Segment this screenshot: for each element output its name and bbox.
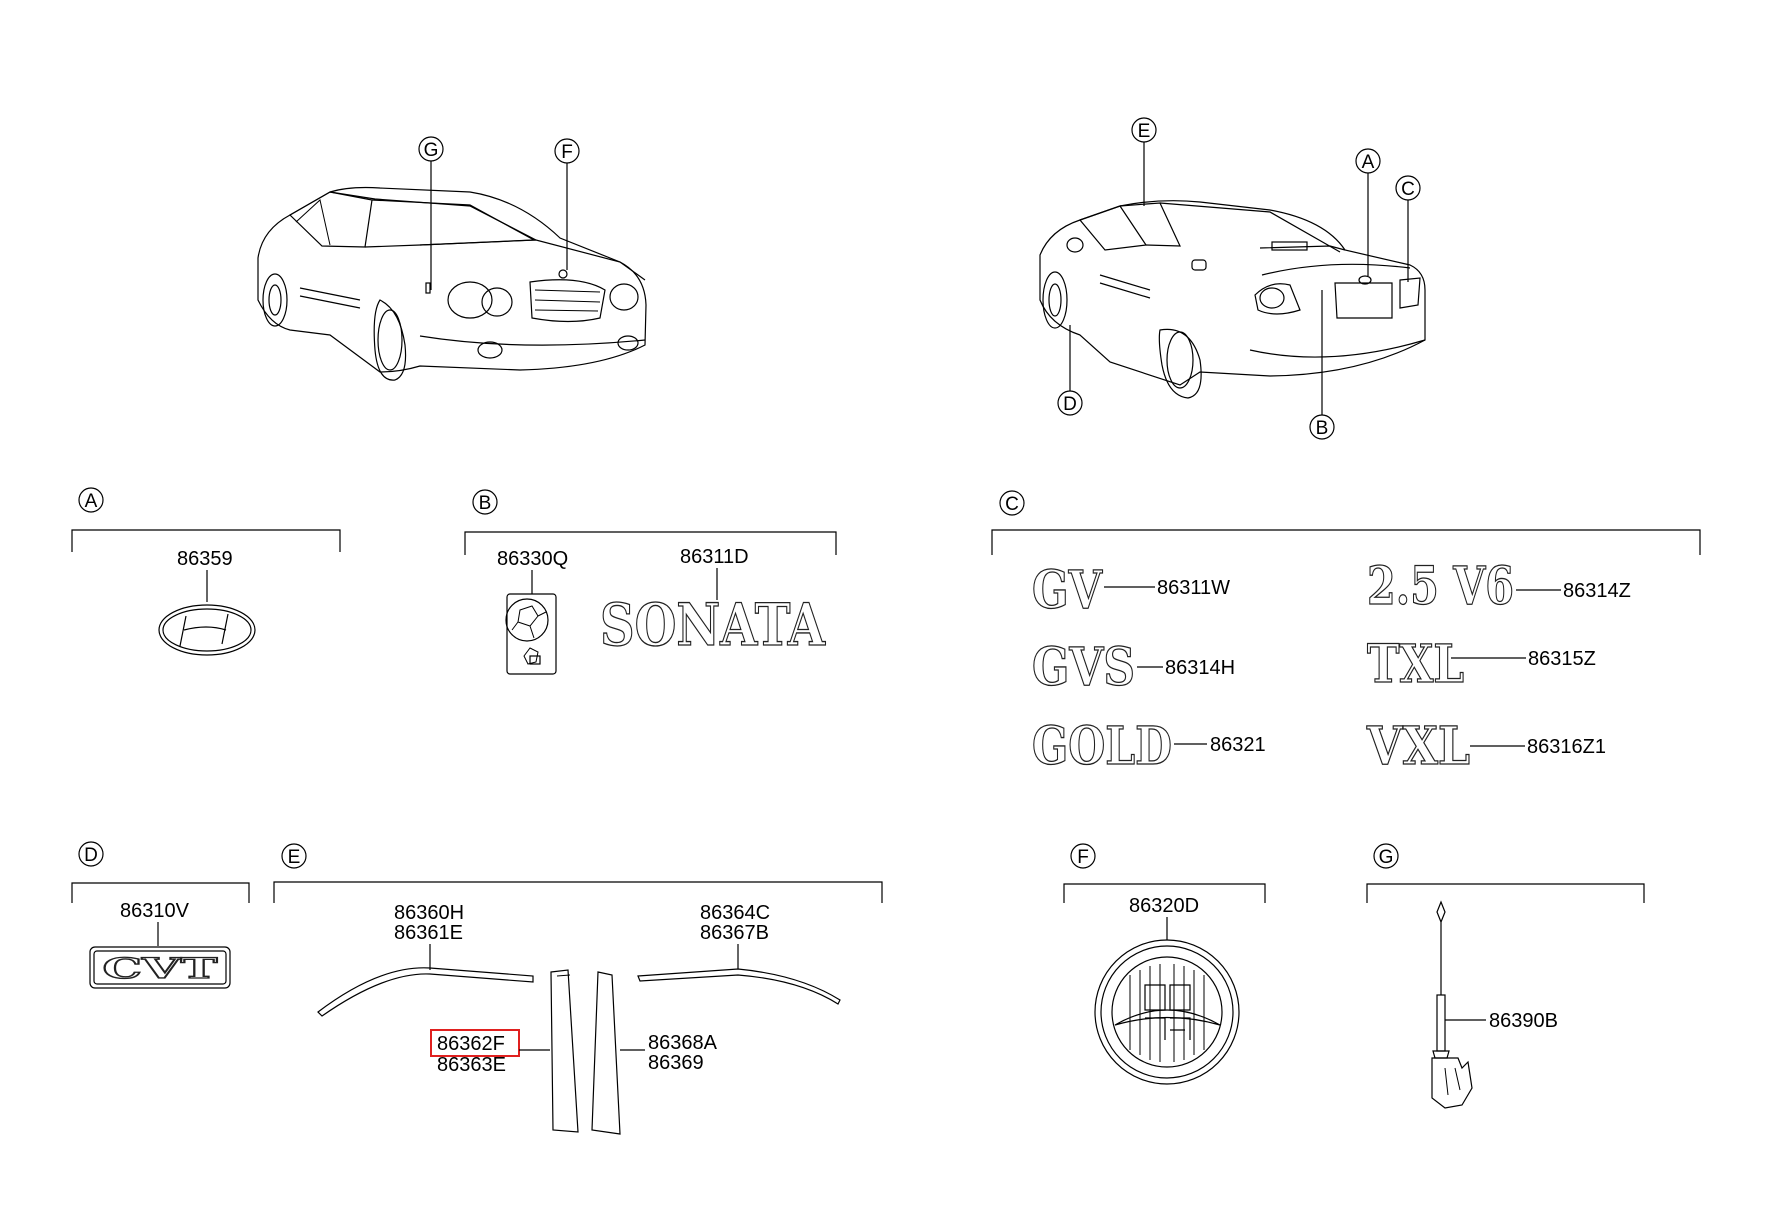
highlighted-part-86362f[interactable]: 86362F (430, 1029, 520, 1057)
callout-g-front[interactable]: G (418, 136, 444, 290)
part-86320d-label[interactable]: 86320D (1129, 895, 1199, 917)
txl-emblem[interactable]: TXL (1366, 633, 1464, 695)
svg-text:E: E (1138, 121, 1151, 142)
section-d: D 86310V CVT (71, 841, 250, 989)
rear-pillar-garnish[interactable] (591, 971, 621, 1135)
section-g: G 86390B (1366, 843, 1645, 1109)
svg-text:C: C (1401, 179, 1415, 200)
section-a-letter: A (85, 491, 98, 512)
section-g-letter: G (1379, 847, 1394, 868)
part-86364c-label[interactable]: 86364C (700, 902, 770, 924)
callout-d-rear[interactable]: D (1057, 325, 1083, 416)
section-a: A 86359 (71, 487, 341, 656)
svg-text:A: A (1362, 152, 1375, 173)
rear-roof-molding[interactable] (637, 968, 841, 1005)
section-c: C GV 86311W GVS 86314H GOLD 86321 2.5 V6… (991, 490, 1701, 778)
svg-text:G: G (424, 140, 439, 161)
section-b-letter: B (479, 493, 492, 514)
sonata-grille-badge[interactable] (1094, 939, 1240, 1085)
section-e: E 86360H 86361E 86364C 86367B 86362F 863… (273, 843, 883, 1135)
gv-emblem[interactable]: GV (1031, 559, 1104, 621)
section-c-letter: C (1005, 494, 1019, 515)
part-86362f-label: 86362F (437, 1033, 505, 1055)
vxl-emblem[interactable]: VXL (1365, 715, 1470, 777)
part-86367b-label[interactable]: 86367B (700, 922, 769, 944)
callout-a-rear[interactable]: A (1355, 148, 1381, 276)
part-86368a-label[interactable]: 86368A (648, 1032, 718, 1054)
part-86390b-label[interactable]: 86390B (1489, 1010, 1558, 1032)
front-roof-molding[interactable] (317, 967, 534, 1017)
svg-text:D: D (1063, 394, 1077, 415)
part-86310v-label[interactable]: 86310V (120, 900, 190, 922)
part-86314z-label[interactable]: 86314Z (1563, 580, 1631, 602)
hyundai-logo-emblem[interactable] (158, 604, 256, 656)
sonata-emblem[interactable]: SONATA (599, 590, 826, 659)
v6-emblem[interactable]: 2.5 V6 (1366, 555, 1514, 617)
section-d-letter: D (84, 845, 98, 866)
part-86360h-label[interactable]: 86360H (394, 902, 464, 924)
svg-text:F: F (561, 142, 573, 163)
front-car-illustration (257, 186, 647, 381)
part-86363e-label[interactable]: 86363E (437, 1054, 506, 1076)
svg-text:CVT: CVT (103, 952, 218, 985)
cvt-emblem[interactable]: CVT (89, 946, 231, 989)
soccer-ball-badge[interactable] (505, 593, 557, 675)
gold-emblem[interactable]: GOLD (1031, 715, 1172, 777)
rear-car-illustration (1039, 200, 1426, 399)
gvs-emblem[interactable]: GVS (1031, 636, 1135, 698)
section-b: B 86330Q 86311D SONATA (464, 489, 837, 675)
part-86316z1-label[interactable]: 86316Z1 (1527, 736, 1606, 758)
svg-text:B: B (1316, 418, 1329, 439)
callout-c-rear[interactable]: C (1395, 175, 1421, 282)
callout-f-front[interactable]: F (554, 138, 580, 270)
part-86321-label[interactable]: 86321 (1210, 734, 1266, 756)
part-86361e-label[interactable]: 86361E (394, 922, 463, 944)
part-86330q-label[interactable]: 86330Q (497, 548, 568, 570)
part-86314h-label[interactable]: 86314H (1165, 657, 1235, 679)
part-86369-label[interactable]: 86369 (648, 1052, 704, 1074)
front-pillar-garnish[interactable] (550, 969, 579, 1133)
part-86315z-label[interactable]: 86315Z (1528, 648, 1596, 670)
antenna-assembly[interactable] (1431, 900, 1473, 1109)
section-f: F 86320D (1063, 843, 1266, 1085)
part-86359-label[interactable]: 86359 (177, 548, 233, 570)
section-e-letter: E (288, 847, 301, 868)
part-86311w-label[interactable]: 86311W (1157, 577, 1230, 599)
callout-b-rear[interactable]: B (1309, 290, 1335, 440)
callout-e-rear[interactable]: E (1131, 117, 1157, 206)
part-86311d-label[interactable]: 86311D (680, 546, 749, 568)
section-f-letter: F (1077, 847, 1089, 868)
